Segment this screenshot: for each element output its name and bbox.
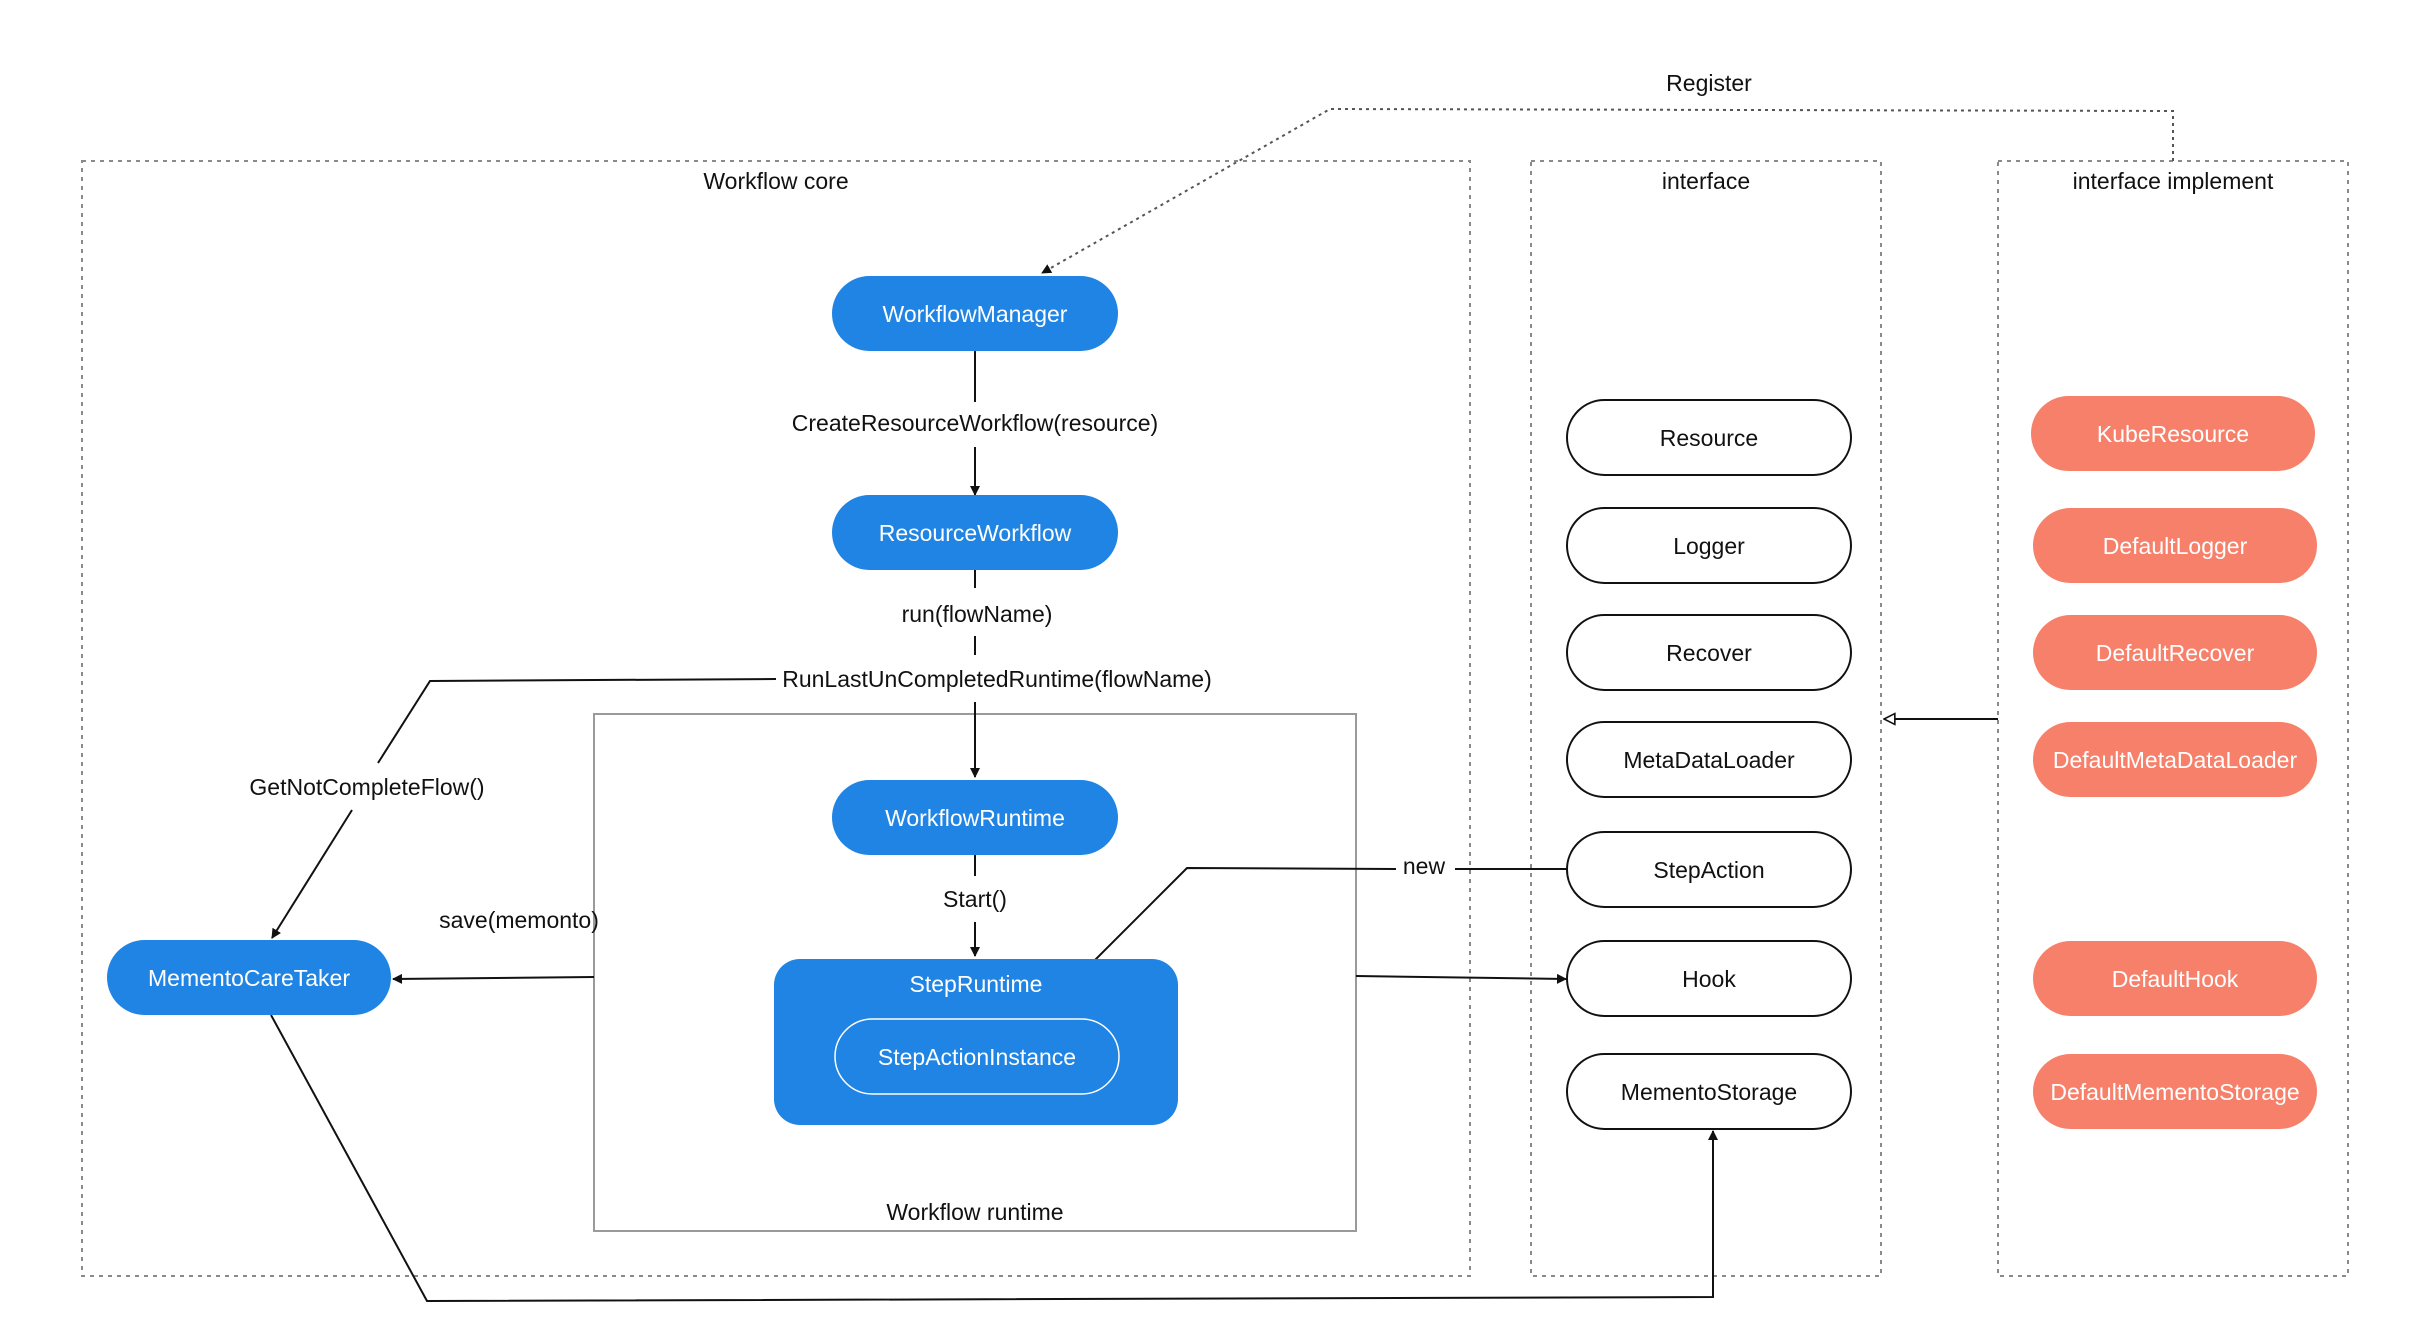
edge-label-run: run(flowName): [902, 601, 1053, 627]
interface-hook: Hook: [1566, 940, 1852, 1017]
node-resource-workflow-label: ResourceWorkflow: [879, 520, 1072, 546]
impl-kuberesource: KubeResource: [2031, 396, 2315, 471]
node-step-runtime: StepRuntime StepActionInstance: [774, 959, 1178, 1125]
interface-resource-label: Resource: [1660, 425, 1758, 451]
impl-defaultrecover: DefaultRecover: [2033, 615, 2317, 690]
impl-defaultmementostorage: DefaultMementoStorage: [2033, 1054, 2317, 1129]
edge-label-get-not-complete: GetNotCompleteFlow(): [249, 774, 484, 800]
edge-getnotcomplete-to-caretaker: [271, 809, 353, 939]
container-workflow-core: Workflow core: [81, 160, 1471, 1277]
interface-logger-label: Logger: [1673, 533, 1745, 559]
interface-metadataloader-label: MetaDataLoader: [1623, 747, 1795, 773]
edge-runtime-to-hook: [1355, 973, 1567, 984]
interface-stepaction: StepAction: [1566, 831, 1852, 908]
node-workflow-manager: WorkflowManager: [832, 276, 1118, 351]
container-interface-implement-title: interface implement: [2073, 168, 2274, 194]
node-workflow-runtime: WorkflowRuntime: [832, 780, 1118, 855]
edge-label-register: Register: [1666, 70, 1752, 96]
impl-defaultmementostorage-label: DefaultMementoStorage: [2050, 1079, 2299, 1105]
container-workflow-core-title: Workflow core: [703, 168, 848, 194]
interface-resource: Resource: [1566, 399, 1852, 476]
impl-defaulthook-label: DefaultHook: [2112, 966, 2239, 992]
edge-label-start: Start(): [943, 886, 1007, 912]
edge-caretaker-to-memento-storage: [270, 1014, 1718, 1303]
node-step-runtime-label: StepRuntime: [910, 971, 1043, 997]
interface-mementostorage-label: MementoStorage: [1621, 1079, 1797, 1105]
edge-label-run-last: RunLastUnCompletedRuntime(flowName): [782, 666, 1212, 692]
edge-runlast-to-getnotcomplete: [377, 678, 777, 764]
node-memento-caretaker-label: MementoCareTaker: [148, 965, 350, 991]
impl-defaultrecover-label: DefaultRecover: [2096, 640, 2255, 666]
container-interface-title: interface: [1662, 168, 1750, 194]
interface-recover: Recover: [1566, 614, 1852, 691]
edge-label-save: save(memonto): [439, 907, 599, 933]
impl-defaultlogger-label: DefaultLogger: [2103, 533, 2248, 559]
container-workflow-runtime-title: Workflow runtime: [886, 1199, 1063, 1225]
node-memento-caretaker: MementoCareTaker: [107, 940, 391, 1015]
node-resource-workflow: ResourceWorkflow: [832, 495, 1118, 570]
node-step-action-instance: StepActionInstance: [834, 1018, 1120, 1095]
container-interface: interface: [1530, 160, 1882, 1277]
impl-defaultlogger: DefaultLogger: [2033, 508, 2317, 583]
edge-label-create-resource-workflow: CreateResourceWorkflow(resource): [792, 410, 1158, 436]
node-workflow-runtime-label: WorkflowRuntime: [885, 805, 1065, 831]
impl-kuberesource-label: KubeResource: [2097, 421, 2249, 447]
interface-hook-label: Hook: [1682, 966, 1736, 992]
impl-defaultmetadataloader: DefaultMetaDataLoader: [2033, 722, 2317, 797]
edge-label-new: new: [1403, 853, 1446, 879]
node-workflow-manager-label: WorkflowManager: [883, 301, 1068, 327]
interface-recover-label: Recover: [1666, 640, 1752, 666]
impl-defaultmetadataloader-label: DefaultMetaDataLoader: [2053, 747, 2298, 773]
interface-mementostorage: MementoStorage: [1566, 1053, 1852, 1130]
edge-register: [1041, 107, 2174, 274]
interface-stepaction-label: StepAction: [1653, 857, 1764, 883]
node-step-action-instance-label: StepActionInstance: [878, 1044, 1076, 1070]
impl-defaulthook: DefaultHook: [2033, 941, 2317, 1016]
edge-save: [392, 973, 595, 984]
interface-metadataloader: MetaDataLoader: [1566, 721, 1852, 798]
interface-logger: Logger: [1566, 507, 1852, 584]
